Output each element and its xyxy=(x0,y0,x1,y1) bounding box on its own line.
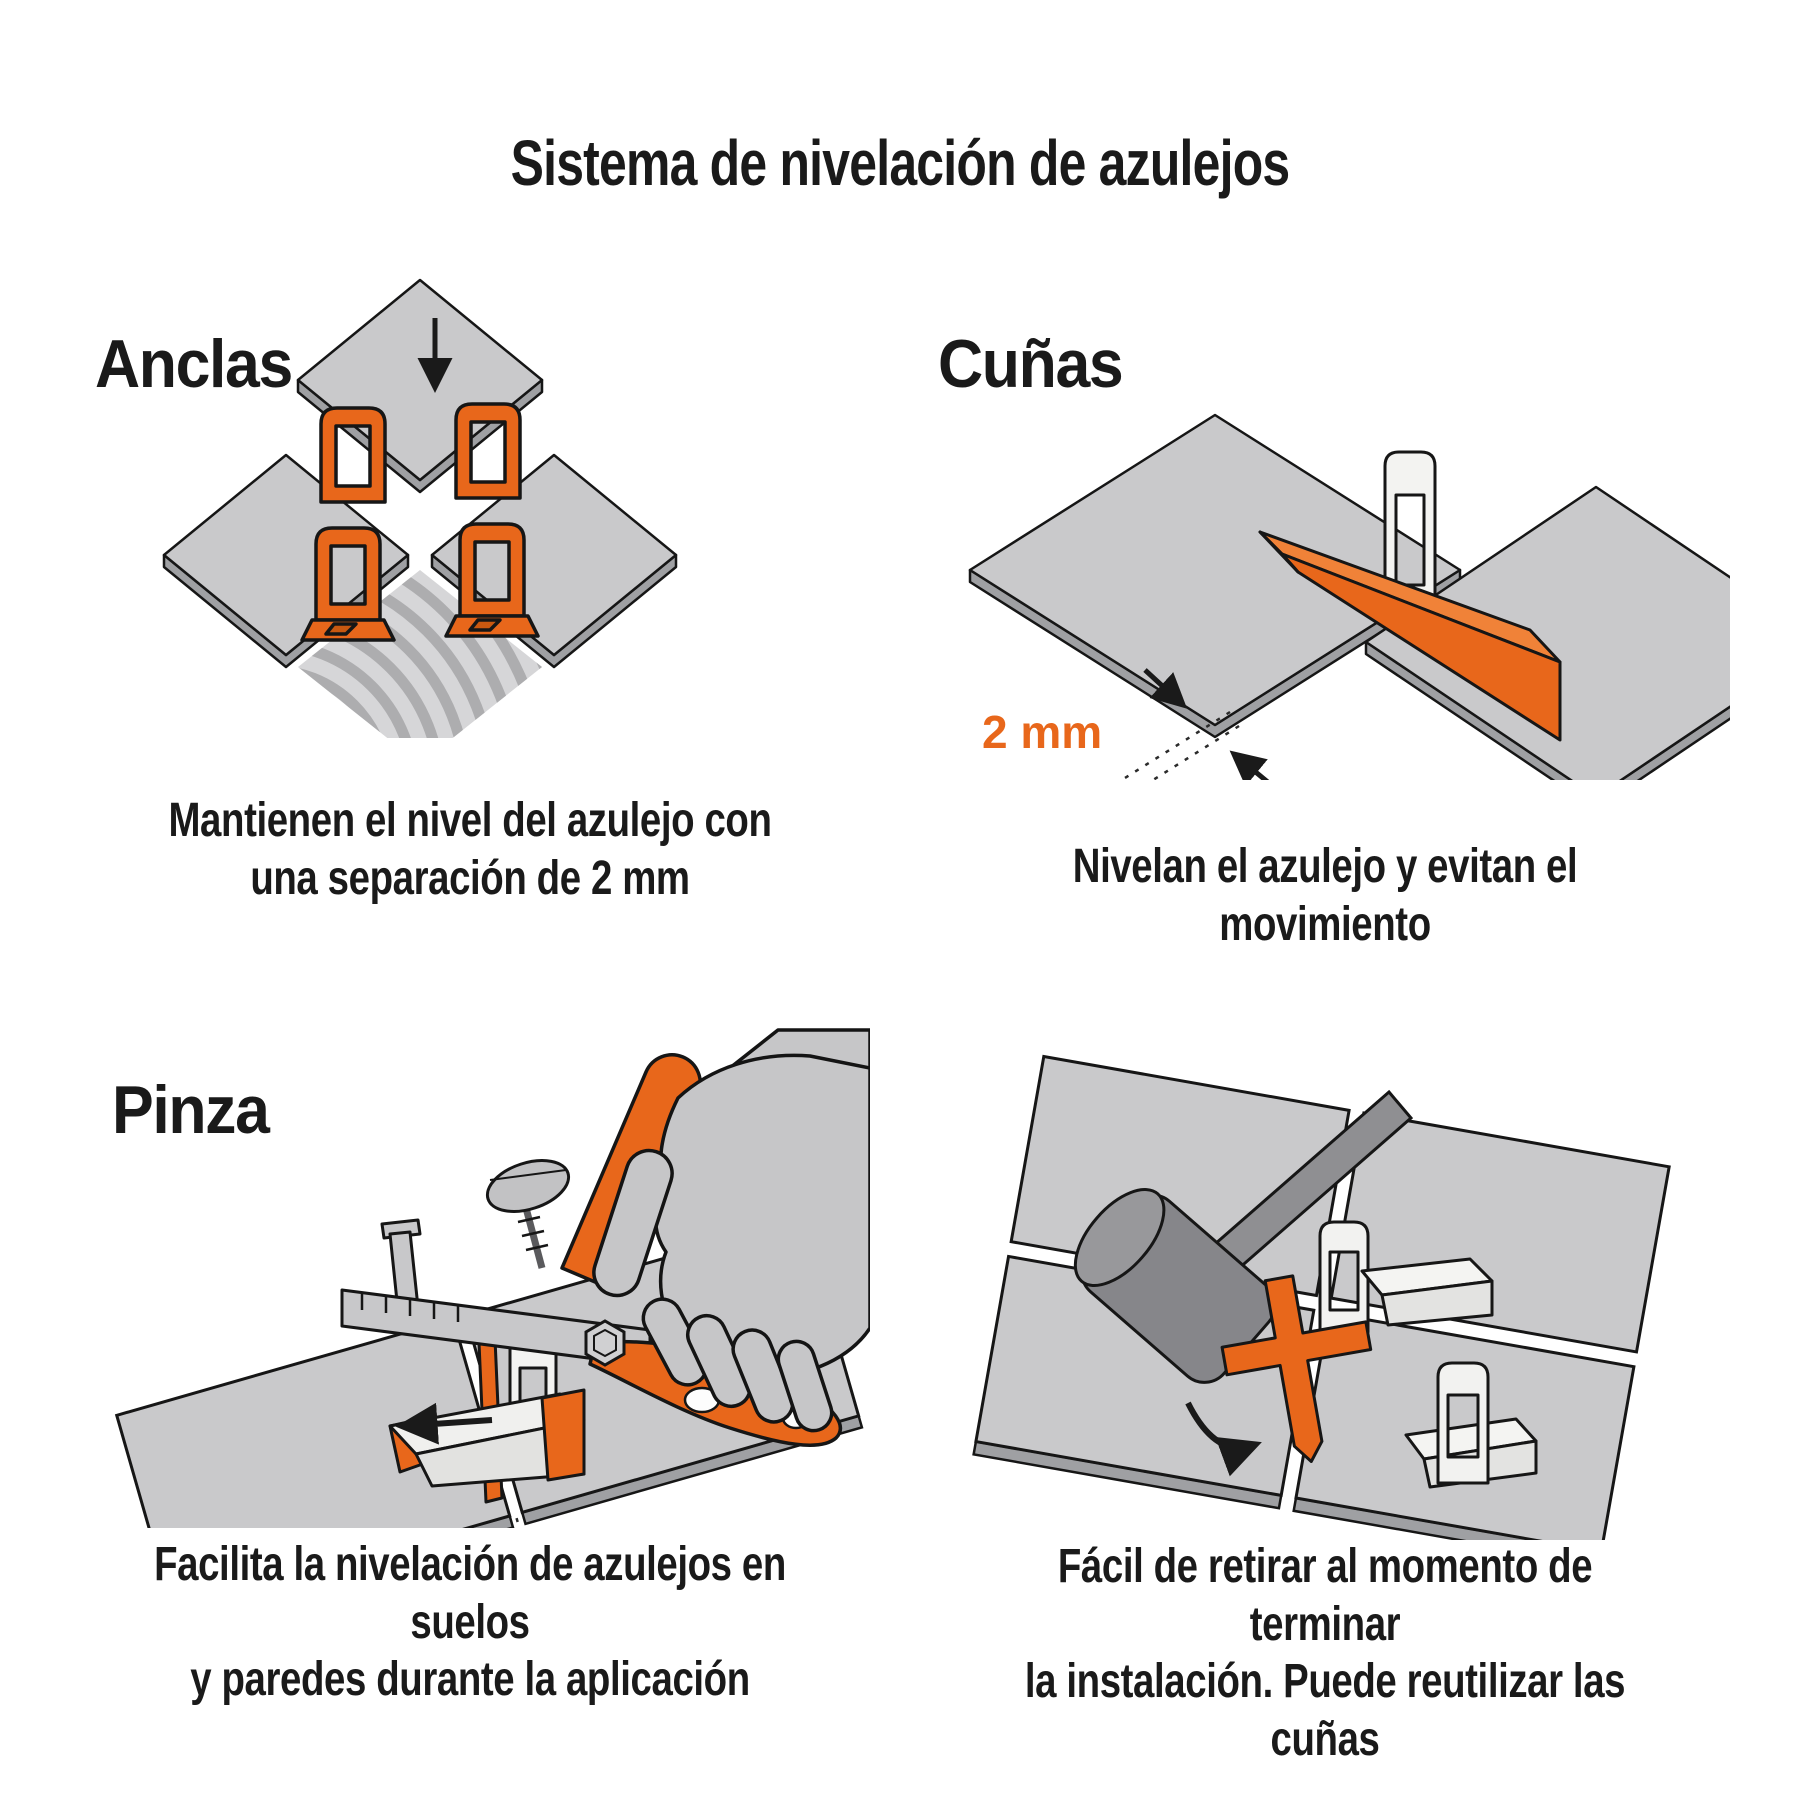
gap-arrow xyxy=(1229,750,1270,780)
page-title: Sistema de nivelación de azulejos xyxy=(510,127,1291,199)
broken-clip-icon xyxy=(1220,1274,1373,1463)
clip-strap-icon xyxy=(1383,450,1437,622)
leveling-clip-icon xyxy=(454,402,522,500)
retiro-illustration xyxy=(972,1054,1671,1540)
caption-line: Fácil de retirar al momento de terminar xyxy=(1057,1540,1593,1651)
section-label-cunas: Cuñas xyxy=(938,326,1124,402)
caption-line: y paredes durante la aplicación xyxy=(190,1653,750,1707)
gap-arrow xyxy=(1143,668,1188,709)
section-label-anclas: Anclas xyxy=(95,326,293,402)
tile xyxy=(1329,1111,1671,1354)
caption-pinza: Facilita la nivelación de azulejos en su… xyxy=(142,1536,798,1709)
gap-size-label: 2 mm xyxy=(982,706,1102,758)
caption-line: Facilita la nivelación de azulejos en su… xyxy=(154,1538,786,1649)
leveling-clip-icon xyxy=(319,406,387,504)
caption-line: la instalación. Puede reutilizar las cuñ… xyxy=(1024,1655,1626,1766)
caption-line: Mantienen el nivel del azulejo con xyxy=(168,794,772,847)
caption-line: Nivelan el azulejo y evitan el movimient… xyxy=(1072,840,1578,951)
clip-and-wedge xyxy=(1404,1361,1538,1489)
finger xyxy=(776,1339,834,1433)
pivot-nut-icon xyxy=(584,1319,626,1367)
caption-line: una separación de 2 mm xyxy=(250,851,690,905)
adjuster-screw xyxy=(485,1159,571,1269)
adhesive-texture xyxy=(298,570,542,738)
gap-annotation: 2 mm xyxy=(982,668,1270,780)
pinza-illustration xyxy=(114,1028,870,1528)
cunas-illustration: 2 mm xyxy=(968,413,1730,780)
wedge-icon xyxy=(1258,530,1562,742)
caption-cunas: Nivelan el azulejo y evitan el movimient… xyxy=(985,838,1665,953)
hand xyxy=(592,1028,870,1433)
caption-retirado: Fácil de retirar al momento de terminar … xyxy=(985,1538,1665,1768)
clip-and-wedge xyxy=(1318,1220,1494,1334)
caption-anclas: Mantienen el nivel del azulejo con una s… xyxy=(142,792,798,907)
anclas-illustration xyxy=(162,278,678,738)
knob-icon xyxy=(485,1159,571,1213)
section-label-pinza: Pinza xyxy=(112,1072,270,1148)
mallet-icon xyxy=(1073,1089,1414,1384)
left-arrow-icon xyxy=(395,1402,493,1445)
curved-arrow-icon xyxy=(1185,1401,1262,1477)
tile xyxy=(1364,485,1730,780)
thumb xyxy=(592,1148,674,1298)
